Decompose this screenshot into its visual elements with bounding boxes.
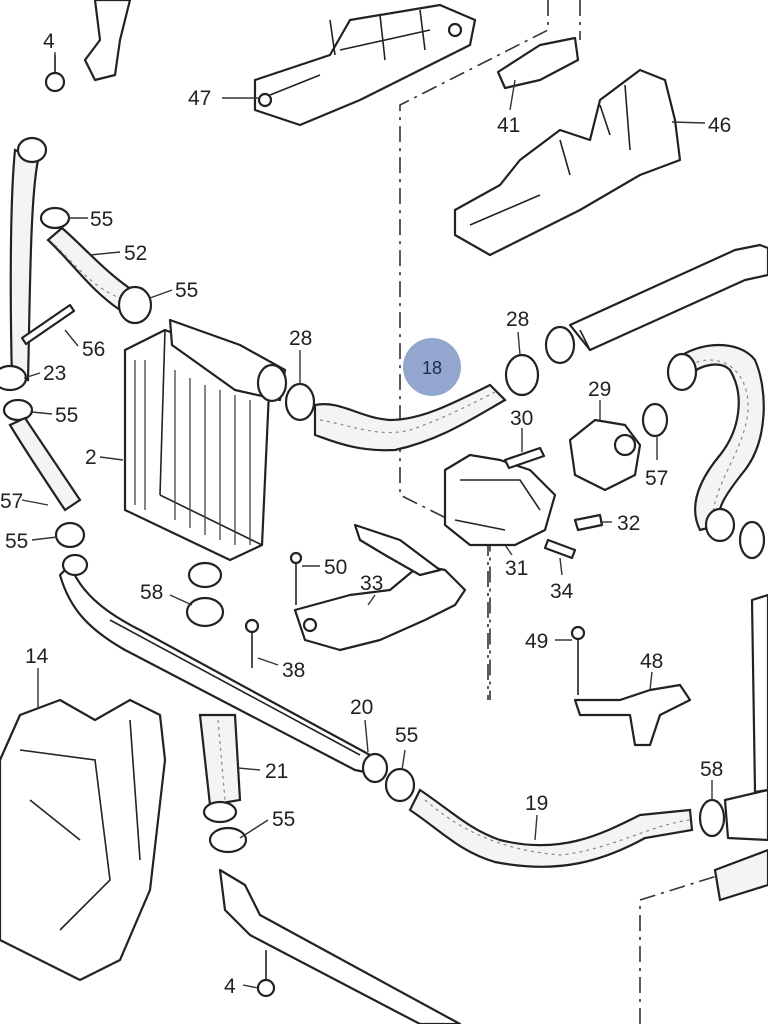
highlight-marker-18[interactable]: 18	[403, 338, 461, 396]
part-33-bracket	[293, 523, 467, 652]
callout-14: 14	[25, 645, 49, 668]
clamp-55-a	[39, 206, 71, 230]
pipe-right-bottom	[723, 788, 768, 842]
callout-2: 2	[85, 446, 97, 469]
callout-4-bottom: 4	[224, 975, 236, 998]
part-18-hose	[313, 383, 507, 452]
callout-28-b: 28	[506, 308, 529, 331]
hose-right-bottom	[713, 848, 768, 902]
cooler-right-edge	[750, 593, 768, 794]
callout-56: 56	[82, 338, 105, 361]
clamp-28-left	[284, 382, 316, 422]
part-32-bolt	[573, 513, 604, 532]
callout-32: 32	[617, 512, 640, 535]
part-2-intercooler	[123, 318, 288, 589]
part-49-bolt	[570, 625, 586, 695]
clamp-55-b	[117, 285, 153, 325]
callout-19: 19	[525, 792, 548, 815]
callout-57-a: 57	[0, 490, 23, 513]
group-boundary-bottom	[639, 874, 721, 1024]
bolt-56	[20, 303, 76, 346]
hose-57	[8, 416, 82, 512]
clamp-57-small	[641, 402, 669, 438]
part-48-bracket	[573, 683, 692, 747]
group-boundary	[399, 0, 549, 700]
leader-lines	[21, 52, 713, 989]
part-46-bracket	[453, 68, 682, 257]
pipe-bottom	[218, 868, 462, 1024]
part-34-bolt	[543, 538, 577, 560]
callout-58-b: 58	[700, 758, 723, 781]
callout-50: 50	[324, 556, 347, 579]
part-47-manifold	[253, 3, 477, 127]
callout-28-a: 28	[289, 327, 312, 350]
callout-23: 23	[43, 362, 66, 385]
callout-47: 47	[188, 87, 211, 110]
part-50-bolt	[289, 551, 303, 605]
callout-55-a: 55	[90, 208, 113, 231]
callout-4-top: 4	[43, 30, 55, 53]
callout-52: 52	[124, 242, 147, 265]
callout-46: 46	[708, 114, 731, 137]
clamp-28-right	[544, 325, 576, 365]
callout-49: 49	[525, 630, 548, 653]
callout-58-a: 58	[140, 581, 163, 604]
clamp-58-a	[185, 596, 225, 628]
callout-20: 20	[350, 696, 373, 719]
callout-55-f: 55	[272, 808, 295, 831]
part-19-hose	[384, 767, 694, 868]
part-31-housing	[443, 453, 557, 547]
callouts: 4 47 41 46 55 52 55 56 23 55 2 57 55 28 …	[0, 30, 731, 998]
part-14-bracket	[0, 698, 167, 982]
callout-55-c: 55	[55, 404, 78, 427]
clamp-23	[0, 364, 28, 392]
callout-30: 30	[510, 407, 533, 430]
callout-55-d: 55	[5, 530, 28, 553]
callout-34: 34	[550, 580, 574, 603]
clamp-28-mid	[504, 353, 540, 397]
clamp-55-d	[54, 521, 86, 549]
part-41-gasket	[496, 36, 580, 90]
callout-55-b: 55	[175, 279, 198, 302]
callout-21: 21	[265, 760, 288, 783]
callout-31: 31	[505, 557, 528, 580]
highlight-label: 18	[422, 358, 442, 378]
callout-33: 33	[360, 572, 383, 595]
part-38-bolt	[244, 618, 260, 668]
callout-57-b: 57	[645, 467, 668, 490]
highlight-circle	[403, 338, 461, 396]
callout-38: 38	[282, 659, 305, 682]
pipe-top-right	[568, 243, 768, 352]
callout-41: 41	[497, 114, 520, 137]
bracket-top-left	[83, 0, 132, 82]
hose-right-57	[666, 343, 766, 560]
part-29-sensor	[568, 418, 642, 492]
hose-left-vertical	[9, 136, 48, 382]
part-20-pipe	[58, 553, 389, 784]
callout-48: 48	[640, 650, 663, 673]
part-21-hose	[198, 713, 248, 854]
clamp-58-b	[698, 798, 726, 838]
part-4-bolt-bottom	[256, 950, 276, 998]
clamp-55-c	[2, 398, 34, 422]
part-30-bolt	[503, 446, 546, 470]
callout-29: 29	[588, 378, 611, 401]
callout-55-e: 55	[395, 724, 418, 747]
